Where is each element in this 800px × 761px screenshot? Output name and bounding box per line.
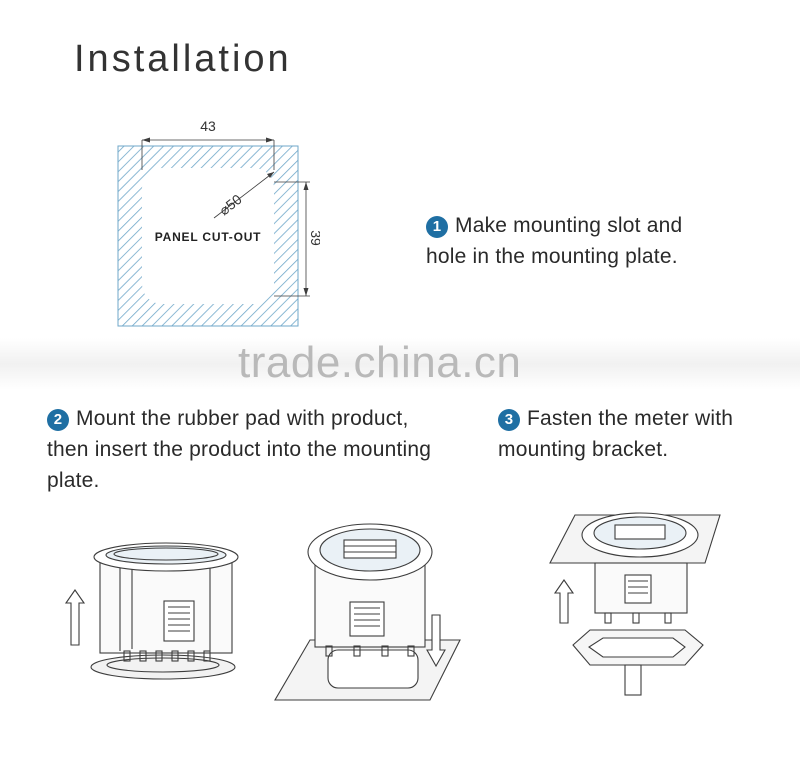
fasten-bracket-illustration — [549, 512, 721, 696]
panel-cutout-diagram: 43 39 ⌀50 PANEL CUT-OUT — [117, 118, 320, 327]
diameter-leader — [213, 171, 275, 219]
step-2-line-1: Mount the rubber pad with product, — [76, 407, 409, 430]
step-1-line-2: hole in the mounting plate. — [426, 245, 678, 268]
meter-into-plate-illustration — [274, 523, 461, 701]
step-3-badge: 3 — [498, 409, 520, 431]
width-label: 43 — [200, 118, 216, 134]
step-3-line-2: mounting bracket. — [498, 438, 669, 461]
step-2-text: 2 Mount the rubber pad with product, then… — [47, 403, 431, 496]
meter-with-rubber-pad-illustration — [64, 542, 239, 680]
height-label: 39 — [308, 230, 320, 246]
step-1-line-1: Make mounting slot and — [455, 214, 683, 237]
step-3-text: 3 Fasten the meter with mounting bracket. — [498, 403, 733, 465]
step-2-badge: 2 — [47, 409, 69, 431]
step-2-line-3: plate. — [47, 469, 100, 492]
cutout-hole — [142, 168, 274, 304]
page-title: Installation — [74, 38, 292, 80]
watermark-band — [0, 338, 800, 390]
step-2-line-2: then insert the product into the mountin… — [47, 438, 432, 461]
watermark: trade.china.cn — [238, 338, 522, 387]
panel-cutout-label: PANEL CUT-OUT — [155, 230, 262, 244]
step-1-badge: 1 — [426, 216, 448, 238]
step-3-line-1: Fasten the meter with — [527, 407, 734, 430]
step-1-text: 1 Make mounting slot and hole in the moun… — [426, 210, 682, 272]
